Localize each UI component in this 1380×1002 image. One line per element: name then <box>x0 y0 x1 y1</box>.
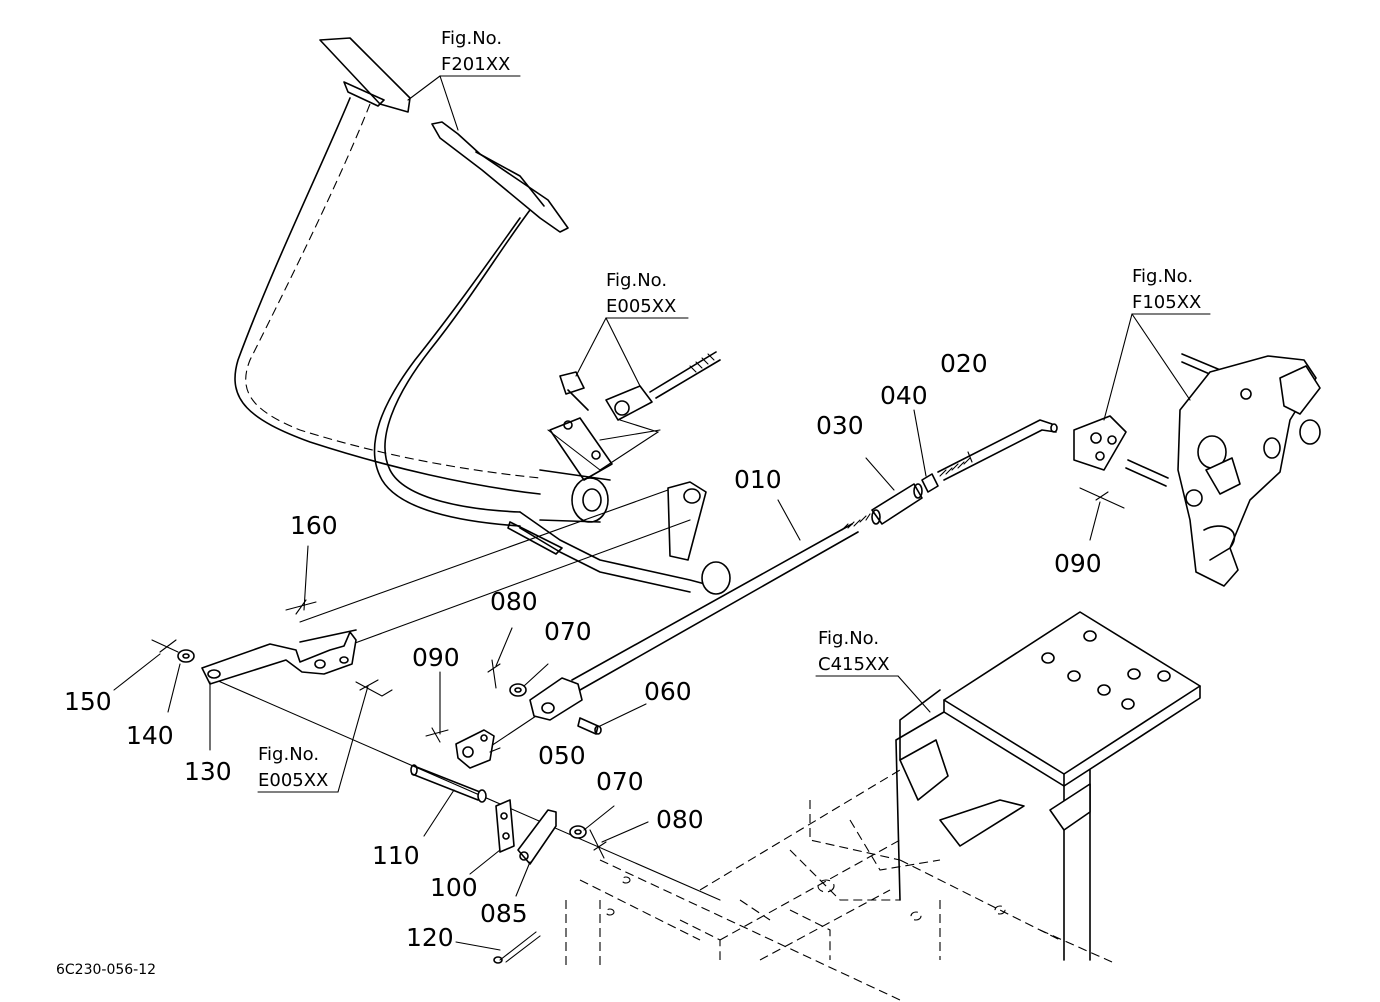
fig-ref-e005-bottom-title: Fig.No. <box>258 744 319 765</box>
washer-070-upper <box>509 683 527 697</box>
spring-085 <box>517 809 557 865</box>
part-label-085: 085 <box>480 899 528 928</box>
drawing-code: 6C230-056-12 <box>56 962 156 978</box>
part-label-130: 130 <box>184 757 232 786</box>
cotter-pin-160 <box>285 599 317 615</box>
part-label-140: 140 <box>126 721 174 750</box>
rod-010 <box>571 513 871 691</box>
rod-020 <box>937 419 1058 481</box>
pin-090-left <box>425 727 449 743</box>
pedal-assembly-drawing <box>234 37 731 595</box>
lever-bracket-130 <box>201 629 357 685</box>
pin-120 <box>493 931 541 964</box>
part-label-090-left: 090 <box>412 643 460 672</box>
part-label-030: 030 <box>816 411 864 440</box>
upper-clevis-pin <box>559 351 721 471</box>
frame-assembly <box>565 611 1201 1001</box>
part-label-110: 110 <box>372 841 420 870</box>
right-bracket-assembly <box>1073 353 1321 587</box>
part-label-010: 010 <box>734 465 782 494</box>
part-label-080-upper: 080 <box>490 587 538 616</box>
fig-ref-f105-title: Fig.No. <box>1132 266 1193 287</box>
leader-lines <box>113 75 1211 951</box>
part-label-070-lower: 070 <box>596 767 644 796</box>
fig-ref-e005-top-code: E005XX <box>606 296 676 317</box>
fig-ref-f201-title: Fig.No. <box>441 28 502 49</box>
guide-lines <box>215 489 721 901</box>
washer-070-lower <box>569 825 587 839</box>
part-label-040: 040 <box>880 381 928 410</box>
part-label-050: 050 <box>538 741 586 770</box>
pin-080-lower <box>589 829 607 859</box>
fig-ref-f105-code: F105XX <box>1132 292 1201 313</box>
shaft-110 <box>410 764 487 803</box>
clevis-060 <box>529 677 602 735</box>
part-label-150: 150 <box>64 687 112 716</box>
part-label-080-lower: 080 <box>656 805 704 834</box>
part-label-070-upper: 070 <box>544 617 592 646</box>
fig-ref-e005-top-title: Fig.No. <box>606 270 667 291</box>
turnbuckle-030 <box>871 483 923 525</box>
fig-ref-e005-bottom-code: E005XX <box>258 770 328 791</box>
part-label-120: 120 <box>406 923 454 952</box>
nut-040 <box>921 473 939 493</box>
fig-ref-c415-code: C415XX <box>818 654 890 675</box>
plate-100 <box>495 799 515 853</box>
fig-ref-c415-title: Fig.No. <box>818 628 879 649</box>
part-label-060: 060 <box>644 677 692 706</box>
part-label-090-right: 090 <box>1054 549 1102 578</box>
cotter-pin-lower-e005 <box>355 679 393 697</box>
pin-080-upper <box>487 659 501 689</box>
fig-ref-f201-code: F201XX <box>441 54 510 75</box>
part-label-020: 020 <box>940 349 988 378</box>
part-label-160: 160 <box>290 511 338 540</box>
part-label-100: 100 <box>430 873 478 902</box>
plate-050 <box>455 729 495 769</box>
pin-150 <box>151 639 179 653</box>
washer-140 <box>177 649 195 663</box>
